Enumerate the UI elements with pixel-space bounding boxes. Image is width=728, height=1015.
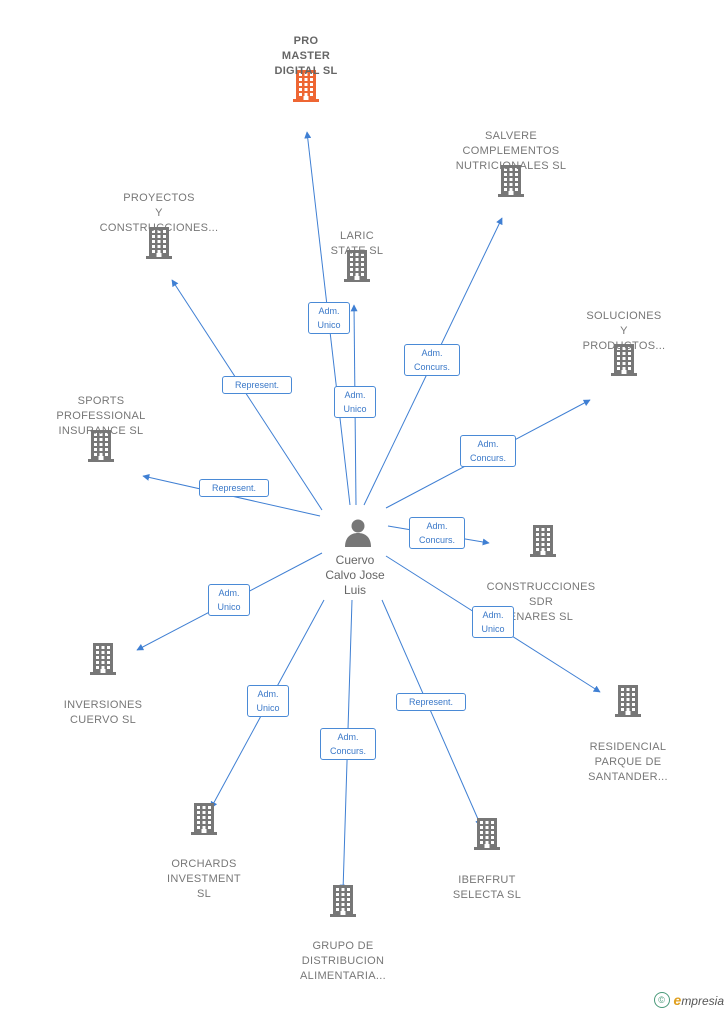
relation-label: Adm. Concurs.: [409, 517, 465, 549]
relation-label: Adm. Concurs.: [320, 728, 376, 760]
relation-label: Adm. Unico: [247, 685, 289, 717]
relation-edge-iberfrut: [381, 599, 482, 827]
building-icon[interactable]: [613, 683, 643, 717]
company-label-orchards[interactable]: ORCHARDS INVESTMENT SL: [167, 858, 241, 900]
company-label-inversiones[interactable]: INVERSIONES CUERVO SL: [63, 699, 143, 726]
building-icon[interactable]: [472, 816, 502, 850]
copyright-icon: ©: [653, 992, 670, 1008]
relation-label: Adm. Unico: [308, 302, 350, 334]
relation-label: Represent.: [396, 693, 466, 711]
relation-label: Represent.: [199, 479, 269, 497]
company-label-soluciones[interactable]: SOLUCIONES Y PRODUCTOS...: [582, 310, 666, 352]
building-icon[interactable]: [291, 68, 321, 102]
company-label-iberfrut[interactable]: IBERFRUT SELECTA SL: [452, 874, 522, 901]
company-label-salvere[interactable]: SALVERE COMPLEMENTOS NUTRICIONALES SL: [455, 130, 567, 172]
building-icon[interactable]: [528, 523, 558, 557]
person-name[interactable]: Cuervo Calvo Jose Luis: [325, 553, 385, 597]
building-icon[interactable]: [86, 428, 116, 462]
relation-label: Adm. Concurs.: [404, 344, 460, 376]
building-icon[interactable]: [144, 225, 174, 259]
company-label-pro-master-digital[interactable]: PRO MASTER DIGITAL SL: [274, 35, 338, 77]
company-label-proyectos[interactable]: PROYECTOS Y CONSTRUCCIONES...: [99, 192, 219, 234]
relation-label: Represent.: [222, 376, 292, 394]
brand-logo: empresia: [673, 992, 724, 1008]
company-label-construcciones-sdr[interactable]: CONSTRUCCIONES SDR ENARES SL: [486, 581, 596, 623]
building-icon[interactable]: [342, 248, 372, 282]
building-icon[interactable]: [496, 163, 526, 197]
building-icon[interactable]: [88, 641, 118, 675]
person-icon[interactable]: [343, 517, 373, 547]
company-label-residencial[interactable]: RESIDENCIAL PARQUE DE SANTANDER...: [588, 741, 668, 783]
company-label-laric[interactable]: LARIC STATE SL: [330, 230, 384, 257]
relation-label: Adm. Concurs.: [460, 435, 516, 467]
relation-edge-proyectos: [171, 279, 323, 511]
relation-label: Adm. Unico: [208, 584, 250, 616]
building-icon[interactable]: [328, 883, 358, 917]
building-icon[interactable]: [609, 342, 639, 376]
relation-label: Adm. Unico: [472, 606, 514, 638]
footer-brand: © empresia: [653, 991, 724, 1009]
building-icon[interactable]: [189, 801, 219, 835]
relation-label: Adm. Unico: [334, 386, 376, 418]
company-label-sports[interactable]: SPORTS PROFESSIONAL INSURANCE SL: [56, 395, 146, 437]
company-label-grupo[interactable]: GRUPO DE DISTRIBUCION ALIMENTARIA...: [300, 940, 386, 982]
